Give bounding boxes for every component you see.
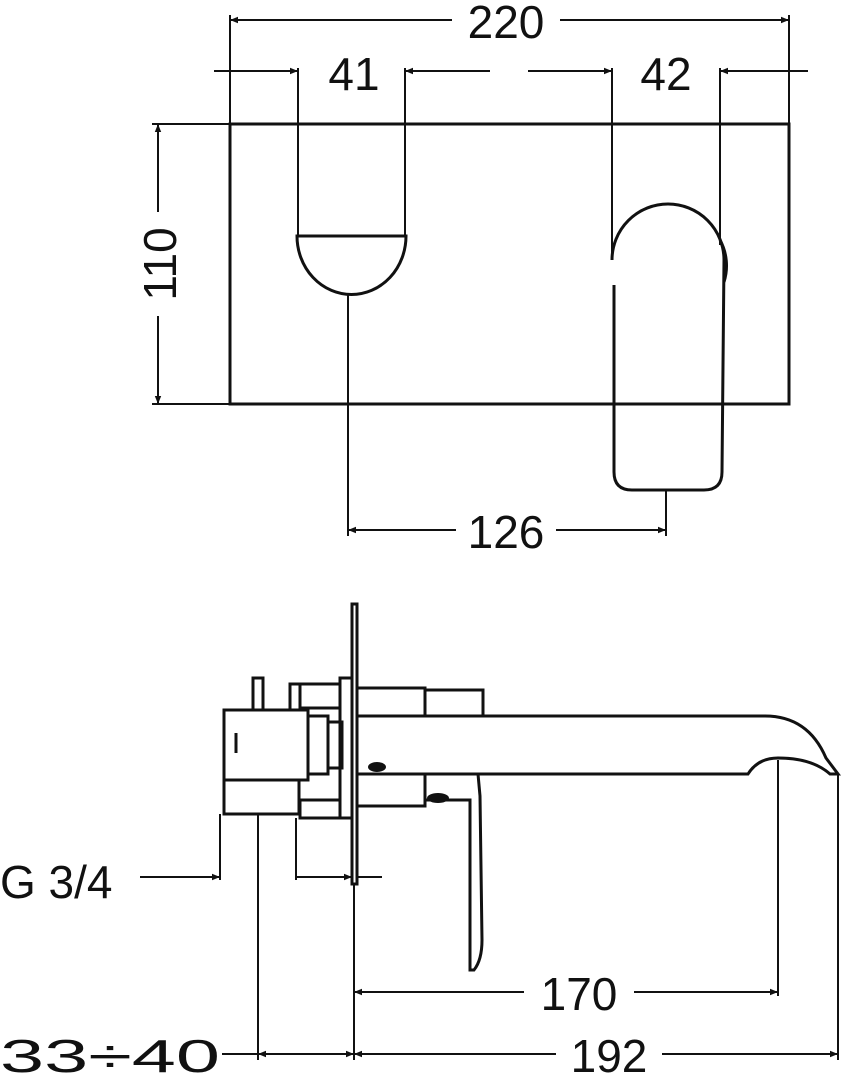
label-thread: G 3/4 [0,856,113,908]
wall-plate [228,122,791,406]
dimension-220: 220 [468,0,545,48]
front-view: 220 41 42 110 126 [134,0,808,558]
dimension-42: 42 [640,48,691,100]
spout [357,714,841,776]
dimension-126: 126 [468,506,545,558]
spout-outlet [295,234,408,296]
lever-handle-shadow [718,239,729,283]
dimension-192: 192 [571,1030,648,1082]
dimension-170: 170 [541,968,618,1020]
side-view: G 3/4 170 33÷40 192 [0,602,841,1082]
side-lever [425,772,484,972]
dimension-110: 110 [134,227,186,300]
dimension-33-40: 33÷40 [0,1030,220,1082]
lever-handle [610,202,726,492]
dimension-41: 41 [328,48,379,100]
